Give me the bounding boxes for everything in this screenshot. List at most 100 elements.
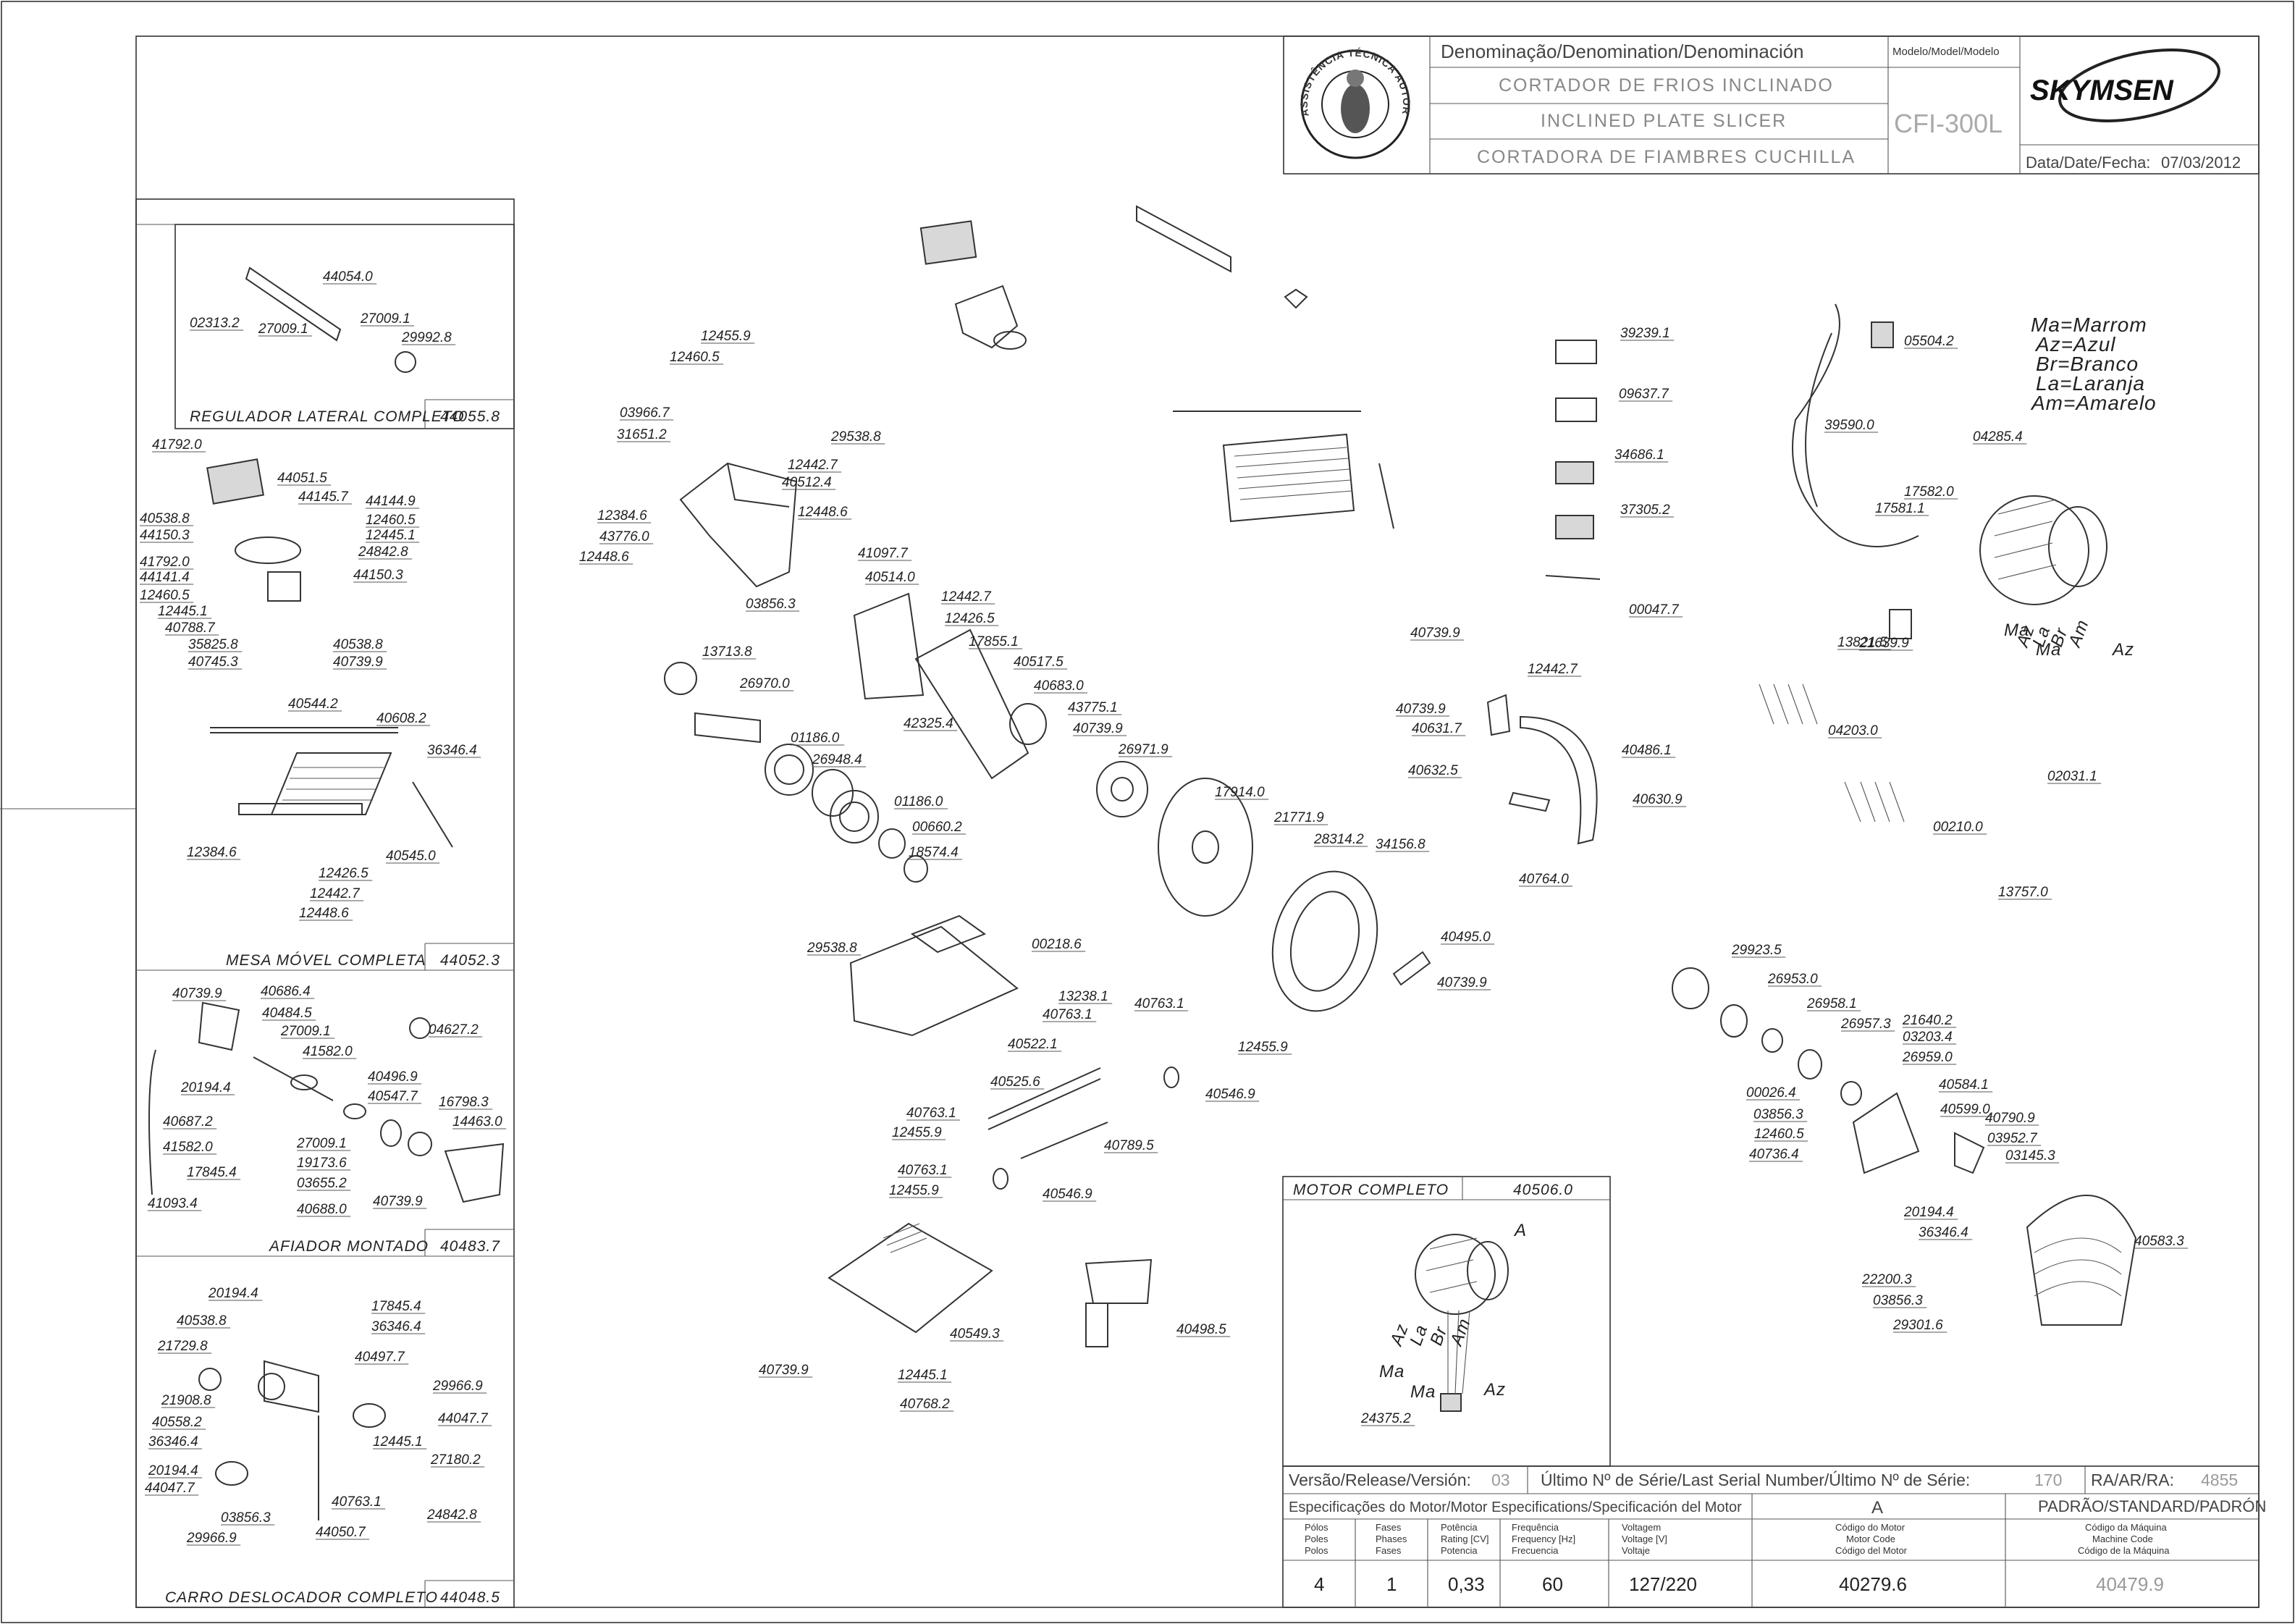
part-number-label: 12448.6 <box>798 505 848 520</box>
ra-value: 4855 <box>2201 1471 2238 1489</box>
model-label: Modelo/Model/Modelo <box>1892 46 2000 58</box>
spec-value-frequency: 60 <box>1542 1573 1563 1595</box>
part-number-label: 24842.8 <box>426 1507 477 1523</box>
part-number-label: 12460.5 <box>140 588 190 603</box>
part-number-label: 17855.1 <box>969 634 1019 649</box>
part-number-label: 12460.5 <box>1754 1127 1804 1142</box>
product-name-pt: CORTADOR DE FRIOS INCLINADO <box>1499 75 1834 96</box>
part-number-label: 19173.6 <box>297 1156 347 1171</box>
part-number-label: 12445.1 <box>158 604 208 619</box>
part-number-label: 00218.6 <box>1032 937 1082 952</box>
part-number-label: 12442.7 <box>941 589 992 605</box>
part-number-label: 40739.9 <box>1410 626 1460 641</box>
part-number-label: 40544.2 <box>288 697 338 712</box>
wire-label: Ma <box>1379 1362 1405 1381</box>
panel-code-afiador: 40483.7 <box>440 1238 500 1255</box>
part-number-label: 40631.7 <box>1412 721 1462 736</box>
wire-label: Am <box>1447 1316 1475 1350</box>
part-number-label: 29538.8 <box>807 941 857 956</box>
part-number-label: 43776.0 <box>599 529 649 544</box>
part-number-label: 13713.8 <box>702 644 752 660</box>
part-number-label: 40538.8 <box>140 511 190 526</box>
part-number-label: 40514.0 <box>865 570 915 585</box>
part-number-label: 12445.1 <box>898 1368 948 1383</box>
version-label: Versão/Release/Versión: <box>1289 1471 1471 1489</box>
part-number-label: 27009.1 <box>360 311 410 327</box>
part-number-label: 02313.2 <box>190 316 240 331</box>
part-number-label: 12448.6 <box>579 550 629 565</box>
part-number-label: 44050.7 <box>316 1525 366 1540</box>
part-number-label: 12445.1 <box>373 1434 423 1450</box>
part-number-label: 12442.7 <box>788 458 838 473</box>
ra-label: RA/AR/RA: <box>2091 1471 2174 1489</box>
part-number-label: 40538.8 <box>177 1313 227 1329</box>
denomination-label: Denominação/Denomination/Denominación <box>1441 41 1804 62</box>
part-number-label: 40739.9 <box>1437 975 1487 990</box>
part-number-label: 40538.8 <box>333 637 383 652</box>
col-label-3: Potencia <box>1441 1545 1478 1556</box>
legend-laranja: La=Laranja <box>2036 372 2145 395</box>
col-label-2: Machine Code <box>2092 1533 2153 1544</box>
col-label-3: Voltaje <box>1622 1545 1650 1556</box>
part-number-label: 13821.5 <box>1837 635 1887 650</box>
part-number-label: 40498.5 <box>1176 1322 1226 1337</box>
col-label-1: Fases <box>1376 1522 1402 1533</box>
col-label-1: Código do Motor <box>1835 1522 1906 1533</box>
spec-value-poles: 4 <box>1314 1573 1324 1595</box>
col-label-1: Potência <box>1441 1522 1478 1533</box>
part-number-label: 41582.0 <box>303 1044 353 1059</box>
part-number-label: 22200.3 <box>1861 1272 1912 1287</box>
part-number-label: 40790.9 <box>1985 1111 2035 1126</box>
part-number-label: 40788.7 <box>165 620 216 636</box>
col-label-1: Código da Máquina <box>2085 1522 2168 1533</box>
part-number-label: 40522.1 <box>1008 1037 1058 1052</box>
part-number-label: 17581.1 <box>1875 501 1925 516</box>
part-number-label: 40497.7 <box>355 1350 405 1365</box>
part-number-label: 29923.5 <box>1731 943 1782 958</box>
part-number-label: 40545.0 <box>386 849 436 864</box>
part-number-label: 03966.7 <box>620 405 670 421</box>
part-number-label: 43775.1 <box>1068 700 1118 715</box>
part-number-label: 27180.2 <box>430 1452 481 1468</box>
part-number-label: 40763.1 <box>1134 996 1184 1011</box>
part-number-label: 03952.7 <box>1987 1131 2038 1146</box>
panel-title-mesa: MESA MÓVEL COMPLETA <box>226 952 426 969</box>
wire-label-main: Ma <box>2004 620 2029 640</box>
part-number-label: 03856.3 <box>221 1510 271 1526</box>
part-number-label: 40558.2 <box>152 1415 202 1430</box>
part-number-label: 40739.9 <box>1396 702 1446 717</box>
panel-title-carro: CARRO DESLOCADOR COMPLETO <box>165 1589 438 1606</box>
col-label-1: Frequência <box>1512 1522 1559 1533</box>
part-number-label: 12442.7 <box>310 886 361 901</box>
part-number-label: 03145.3 <box>2005 1148 2055 1164</box>
part-number-label: 27009.1 <box>280 1024 331 1039</box>
part-sketches <box>148 205 2137 1520</box>
col-label-3: Fases <box>1376 1545 1402 1556</box>
part-number-label: 40739.9 <box>172 986 222 1001</box>
part-number-label: 21729.8 <box>157 1339 208 1354</box>
part-number-label: 40739.9 <box>1073 721 1123 736</box>
spec-col-motor-code: Código do Motor Motor Code Código del Mo… <box>1835 1522 1908 1595</box>
part-number-label: 29992.8 <box>401 330 452 345</box>
part-number-label: 40630.9 <box>1633 792 1683 807</box>
part-number-label: 41582.0 <box>163 1140 213 1155</box>
part-number-label: 40686.4 <box>261 984 311 999</box>
part-number-label: 36346.4 <box>371 1319 421 1334</box>
serial-label: Último Nº de Série/Last Serial Number/Úl… <box>1541 1471 1970 1489</box>
part-number-label: 13238.1 <box>1058 989 1108 1004</box>
part-number-label: 24375.2 <box>1360 1411 1411 1426</box>
part-number-label: 12384.6 <box>597 508 647 523</box>
spec-col-phases: Fases Phases Fases 1 <box>1376 1522 1407 1595</box>
motor-letter: A <box>1871 1498 1883 1518</box>
part-number-label: 28314.2 <box>1313 832 1364 847</box>
part-number-label: 29538.8 <box>830 429 881 445</box>
part-number-label: 20194.4 <box>180 1080 231 1095</box>
footer-spec-block: Versão/Release/Versión: 03 Último Nº de … <box>1282 1465 2266 1608</box>
spec-col-voltage: Voltagem Voltage [V] Voltaje 127/220 <box>1622 1522 1697 1595</box>
wire-label: La <box>1406 1322 1431 1348</box>
panel-code-regulador: 44055.8 <box>440 408 500 425</box>
part-number-label: 36346.4 <box>427 743 477 758</box>
part-number-label: 36346.4 <box>1919 1225 1968 1240</box>
